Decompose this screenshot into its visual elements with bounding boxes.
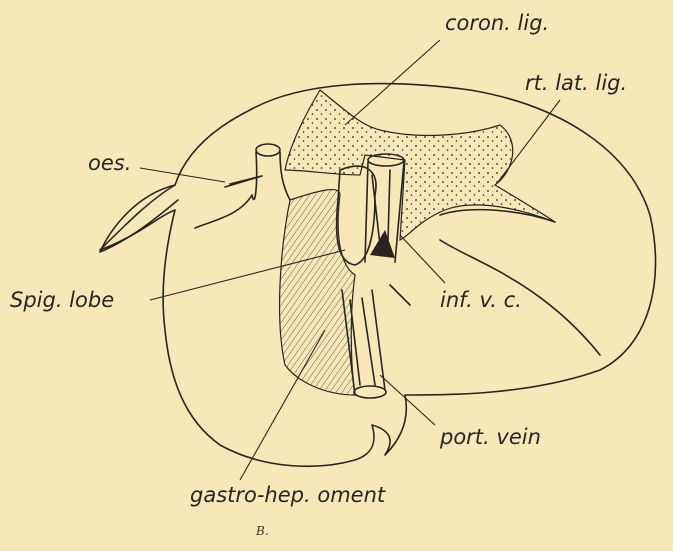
label-gastro-hep: gastro-hep. oment: [190, 483, 386, 507]
oesophagus: [225, 144, 290, 200]
leader-coron-lig: [345, 40, 440, 125]
left-lobe-inner: [195, 195, 252, 228]
label-spig-lobe: Spig. lobe: [10, 288, 114, 312]
label-inf-vc: inf. v. c.: [440, 288, 522, 312]
label-port-vein: port. vein: [439, 425, 541, 449]
label-rt-lat-lig: rt. lat. lig.: [525, 71, 627, 95]
leader-oes: [140, 168, 225, 182]
left-lobe-tip: [100, 185, 178, 252]
figure-caption: B.: [255, 524, 269, 538]
label-oes: oes.: [88, 151, 131, 175]
label-coron-lig: coron. lig.: [445, 11, 549, 35]
spigelian-lobe: [280, 190, 355, 395]
leader-inf-vc: [400, 235, 445, 283]
leader-port-vein: [380, 375, 435, 425]
